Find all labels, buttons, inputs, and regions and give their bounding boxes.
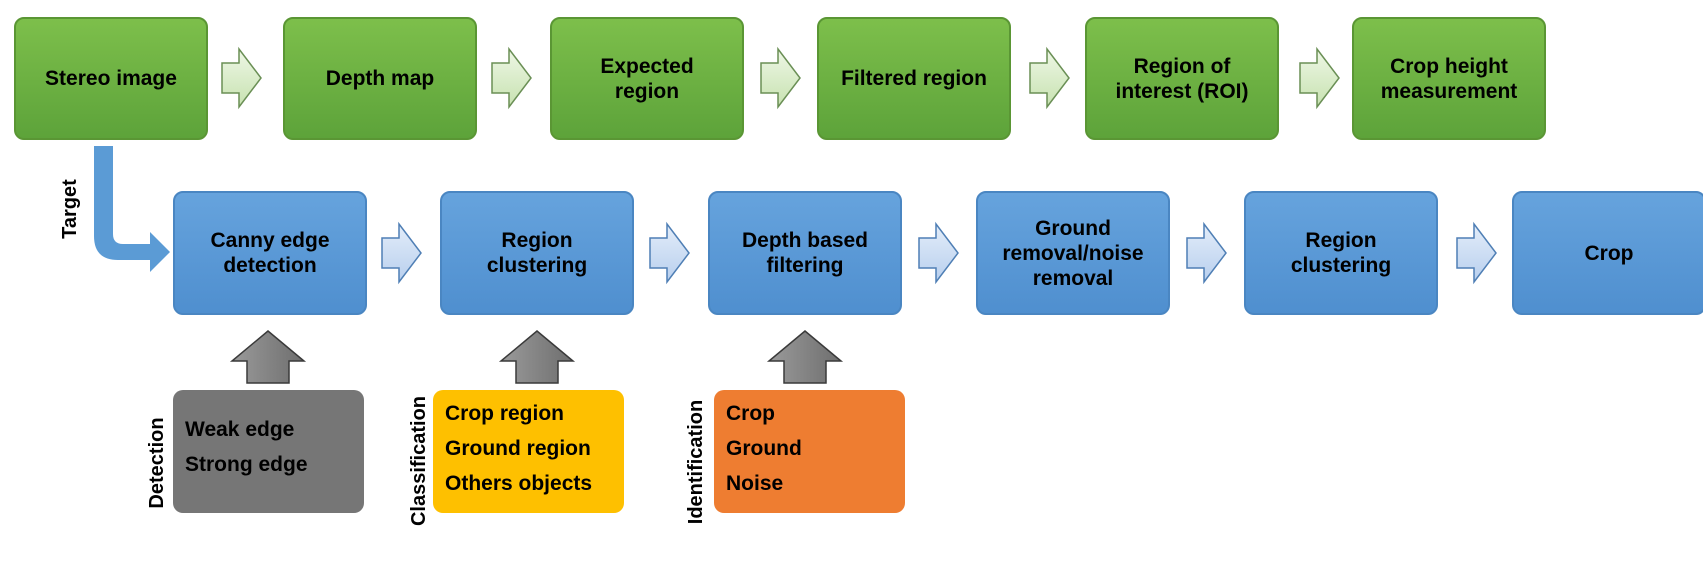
arrow-right-top-2 <box>491 46 532 110</box>
arrow-right-top-1 <box>221 46 262 110</box>
classification-item-others-objects: Others objects <box>445 472 593 495</box>
arrow-right-bottom-5 <box>1456 221 1497 285</box>
pipeline-diagram: Stereo image Depth map Expected region F… <box>14 17 1703 526</box>
arrow-right-top-3 <box>760 46 801 110</box>
detection-item-weak-edge: Weak edge <box>185 418 295 441</box>
arrow-right-bottom-4 <box>1186 221 1227 285</box>
step-expected-region: Expected region <box>550 17 744 140</box>
detection-label: Detection <box>146 417 168 509</box>
detection-box: Weak edge Strong edge <box>173 390 364 513</box>
step-region-of-interest: Region of interest (ROI) <box>1085 17 1279 140</box>
identification-item-noise: Noise <box>726 472 784 495</box>
step-crop: Crop <box>1512 191 1703 315</box>
step-filtered-region: Filtered region <box>817 17 1011 140</box>
arrow-right-bottom-3 <box>918 221 959 285</box>
arrow-up-classification <box>498 330 576 384</box>
arrow-up-detection <box>229 330 307 384</box>
step-crop-height-measurement: Crop height measurement <box>1352 17 1546 140</box>
step-stereo-image: Stereo image <box>14 17 208 140</box>
identification-box: Crop Ground Noise <box>714 390 905 513</box>
step-ground-noise-removal: Ground removal/noise removal <box>976 191 1170 315</box>
classification-box: Crop region Ground region Others objects <box>433 390 624 513</box>
identification-item-ground: Ground <box>726 437 802 460</box>
step-depth-map: Depth map <box>283 17 477 140</box>
arrow-right-top-5 <box>1299 46 1340 110</box>
arrow-up-identification <box>766 330 844 384</box>
arrow-right-bottom-2 <box>649 221 690 285</box>
step-canny-edge-detection: Canny edge detection <box>173 191 367 315</box>
step-depth-based-filtering: Depth based filtering <box>708 191 902 315</box>
arrows-layer <box>94 46 1497 384</box>
classification-label: Classification <box>408 395 430 527</box>
detection-item-strong-edge: Strong edge <box>185 453 308 476</box>
step-region-clustering-1: Region clustering <box>440 191 634 315</box>
arrow-right-top-4 <box>1029 46 1070 110</box>
target-label: Target <box>59 179 81 239</box>
identification-label: Identification <box>685 399 707 525</box>
step-region-clustering-2: Region clustering <box>1244 191 1438 315</box>
classification-item-crop-region: Crop region <box>445 402 564 425</box>
arrow-right-bottom-1 <box>381 221 422 285</box>
target-arrow <box>94 146 170 272</box>
identification-item-crop: Crop <box>726 402 775 425</box>
classification-item-ground-region: Ground region <box>445 437 591 460</box>
